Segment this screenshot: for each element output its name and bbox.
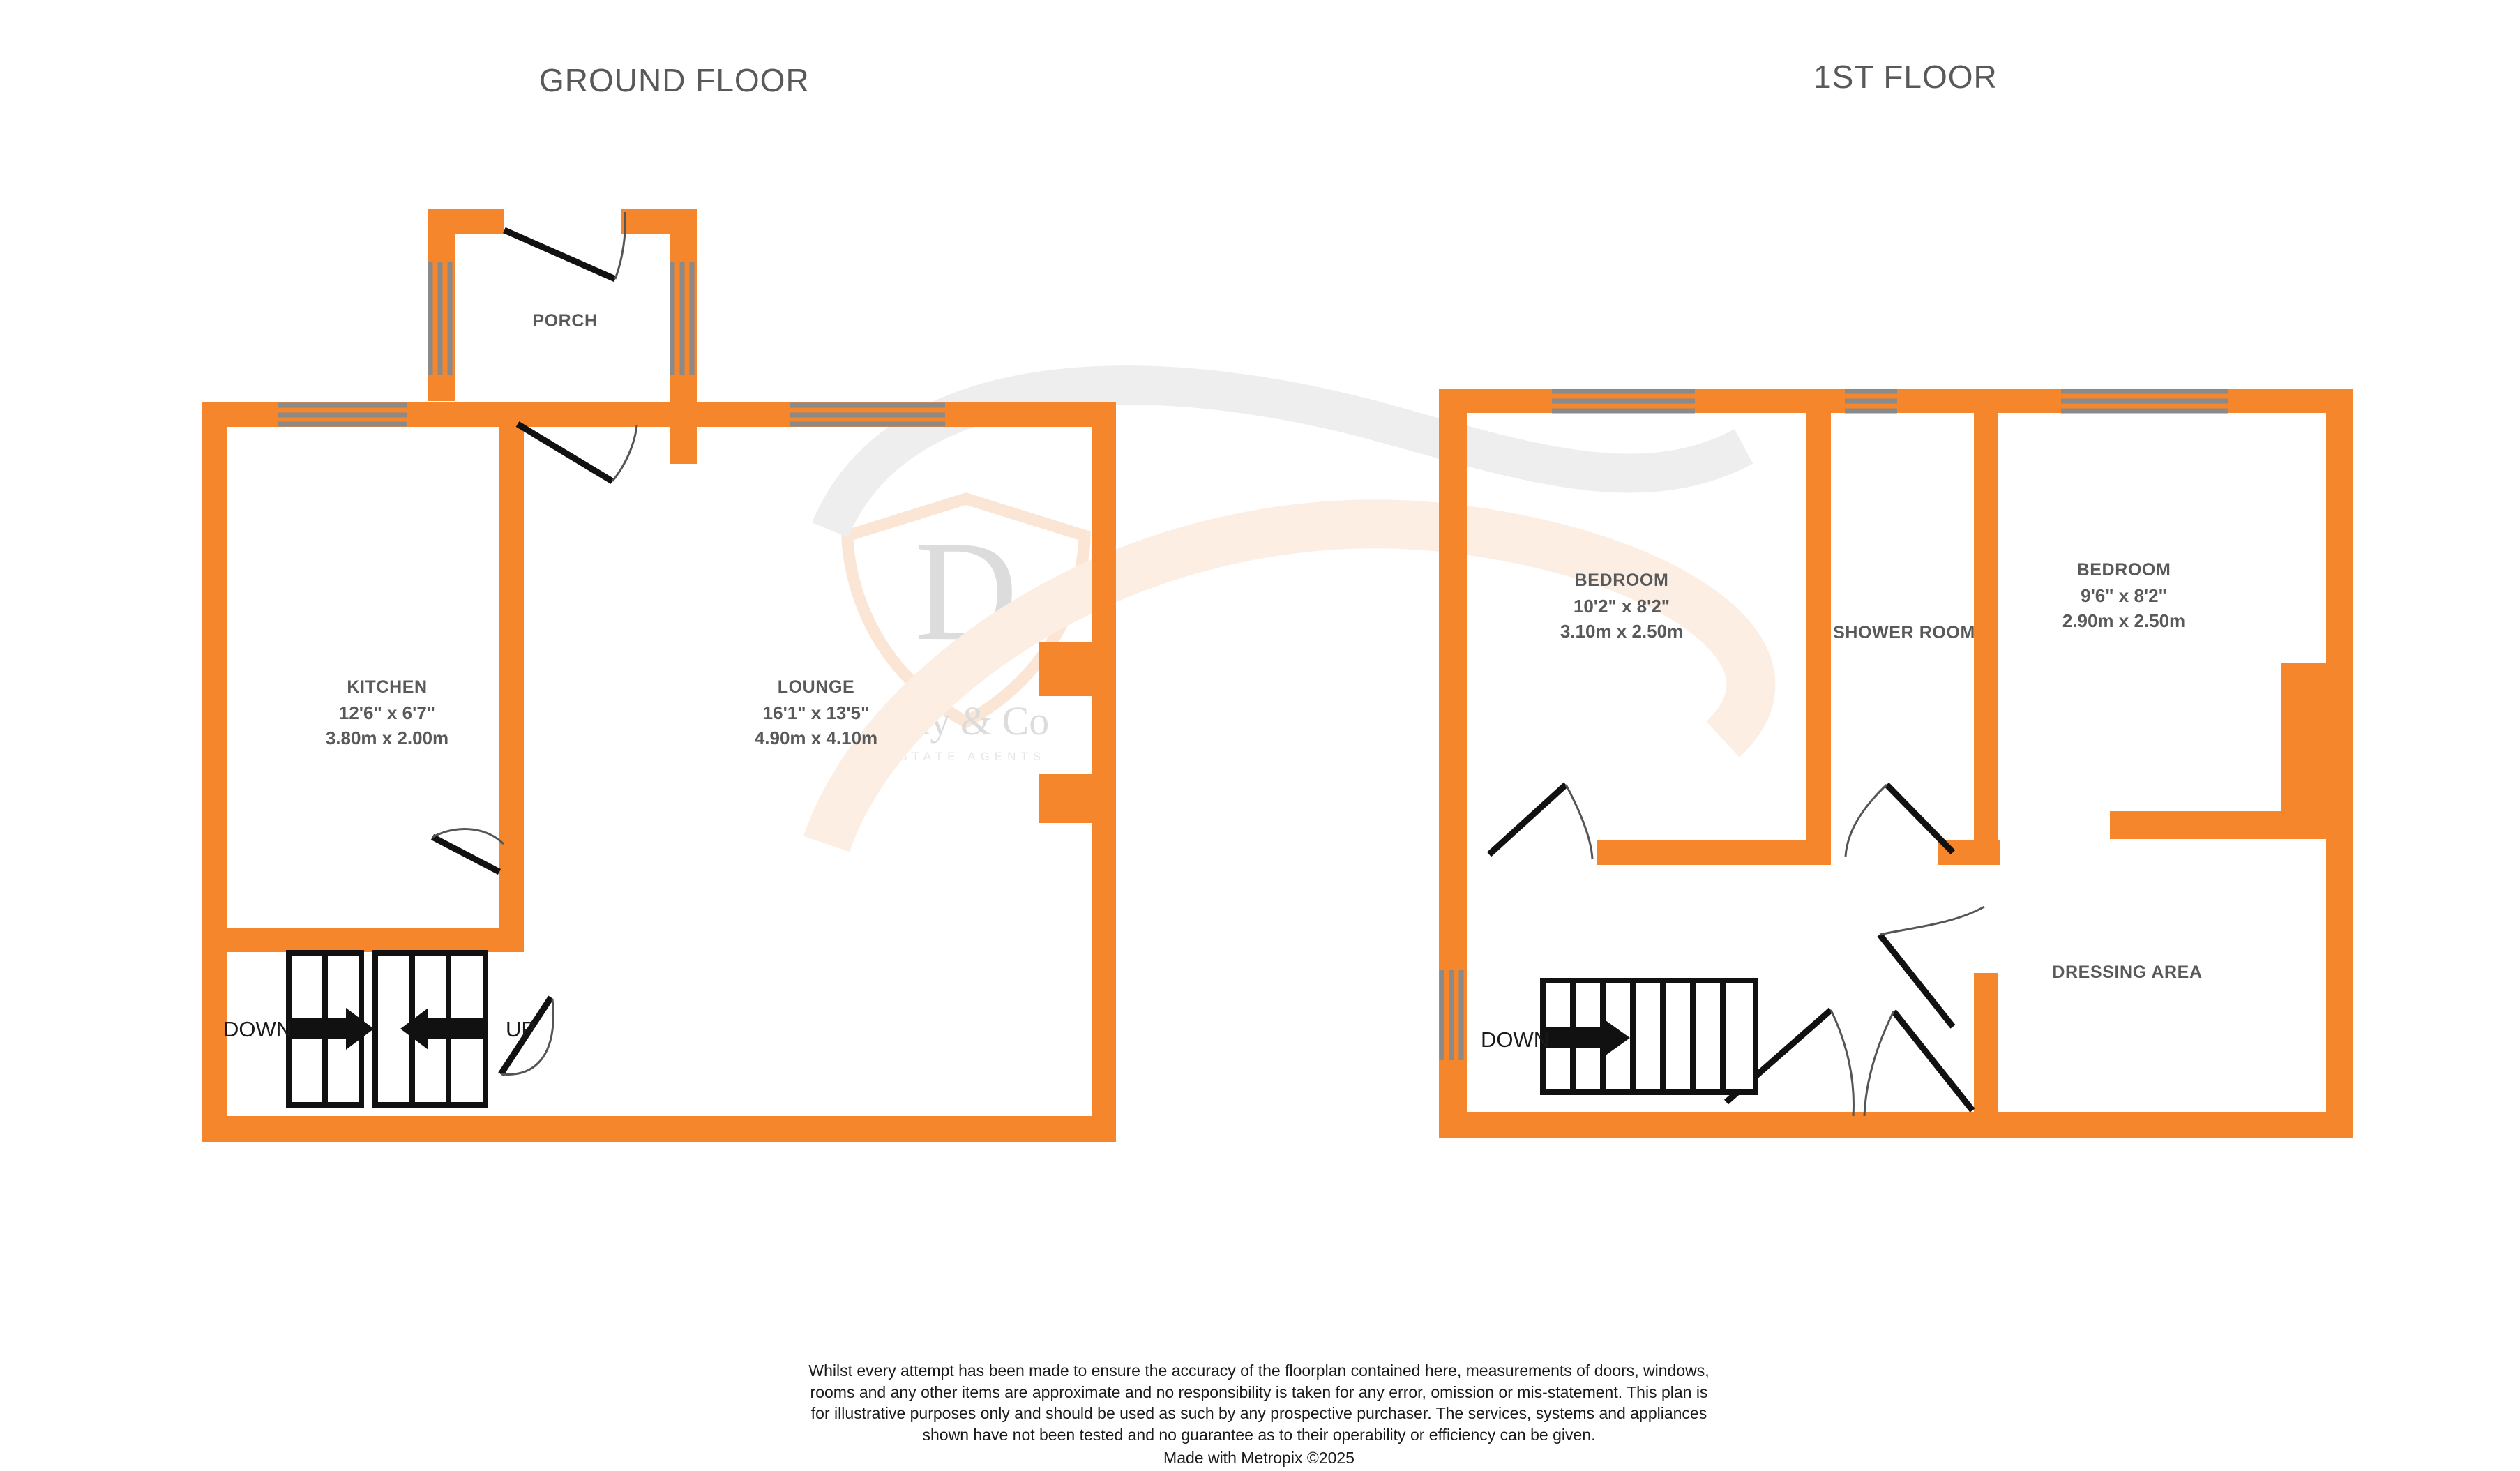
room-label-bedroom-1: BEDROOM 10'2" x 8'2" 3.10m x 2.50m: [1524, 568, 1719, 644]
stair-label-up-ground: UP: [506, 1017, 536, 1041]
disclaimer-text: Whilst every attempt has been made to en…: [808, 1361, 1710, 1444]
metropix-credit: Made with Metropix ©2025: [1163, 1449, 1355, 1468]
room-name: SHOWER ROOM: [1833, 623, 1975, 642]
room-dims-imperial: 12'6" x 6'7": [338, 702, 436, 723]
stair-flight-down-ff: [1540, 978, 1758, 1095]
stair-label-down-ground: DOWN: [223, 1017, 292, 1041]
first-floor-title: 1ST FLOOR: [1813, 59, 1998, 95]
room-dims-imperial: 16'1" x 13'5": [762, 702, 870, 723]
room-dims-imperial: 9'6" x 8'2": [2081, 584, 2167, 606]
stair-label-down-first: DOWN: [1481, 1027, 1550, 1052]
first-floor-stairs: [1540, 978, 1758, 1095]
ground-floor-stairs: [286, 950, 488, 1108]
room-name: LOUNGE: [777, 677, 855, 697]
down-arrow-icon-ff: [1543, 1017, 1630, 1059]
ground-floor-doors: [430, 211, 638, 1076]
room-label-lounge: LOUNGE 16'1" x 13'5" 4.90m x 4.10m: [715, 675, 917, 751]
down-arrow-icon: [286, 1008, 374, 1050]
room-dims-metric: 2.90m x 2.50m: [2062, 610, 2186, 632]
room-dims-metric: 4.90m x 4.10m: [754, 727, 878, 749]
room-label-shower-room: SHOWER ROOM: [1800, 621, 2009, 646]
ground-floor-windows: [278, 262, 945, 427]
room-name: BEDROOM: [1574, 571, 1669, 590]
room-label-dressing-area: DRESSING AREA: [2023, 960, 2232, 986]
room-dims-metric: 3.80m x 2.00m: [325, 727, 449, 749]
stair-flight-down: [286, 950, 364, 1108]
up-arrow-icon: [400, 1008, 488, 1050]
room-name: PORCH: [532, 311, 598, 331]
ground-floor-title: GROUND FLOOR: [539, 62, 810, 98]
room-label-kitchen: KITCHEN 12'6" x 6'7" 3.80m x 2.00m: [293, 675, 481, 751]
room-dims-metric: 3.10m x 2.50m: [1560, 621, 1684, 642]
watermark-subtitle: ESTATE AGENTS: [886, 750, 1046, 763]
room-label-bedroom-2: BEDROOM 9'6" x 8'2" 2.90m x 2.50m: [2026, 558, 2221, 634]
room-name: DRESSING AREA: [2052, 963, 2203, 982]
room-name: BEDROOM: [2076, 560, 2171, 580]
room-dims-imperial: 10'2" x 8'2": [1573, 595, 1670, 617]
first-floor-doors: [1486, 782, 1985, 1117]
stair-flight-up: [372, 950, 488, 1108]
footer-disclaimer: Whilst every attempt has been made to en…: [806, 1360, 1712, 1469]
room-label-porch: PORCH: [488, 309, 642, 334]
watermark-monogram: D: [914, 512, 1018, 670]
first-floor-walls: [1439, 389, 2353, 1138]
room-name: KITCHEN: [347, 677, 428, 697]
